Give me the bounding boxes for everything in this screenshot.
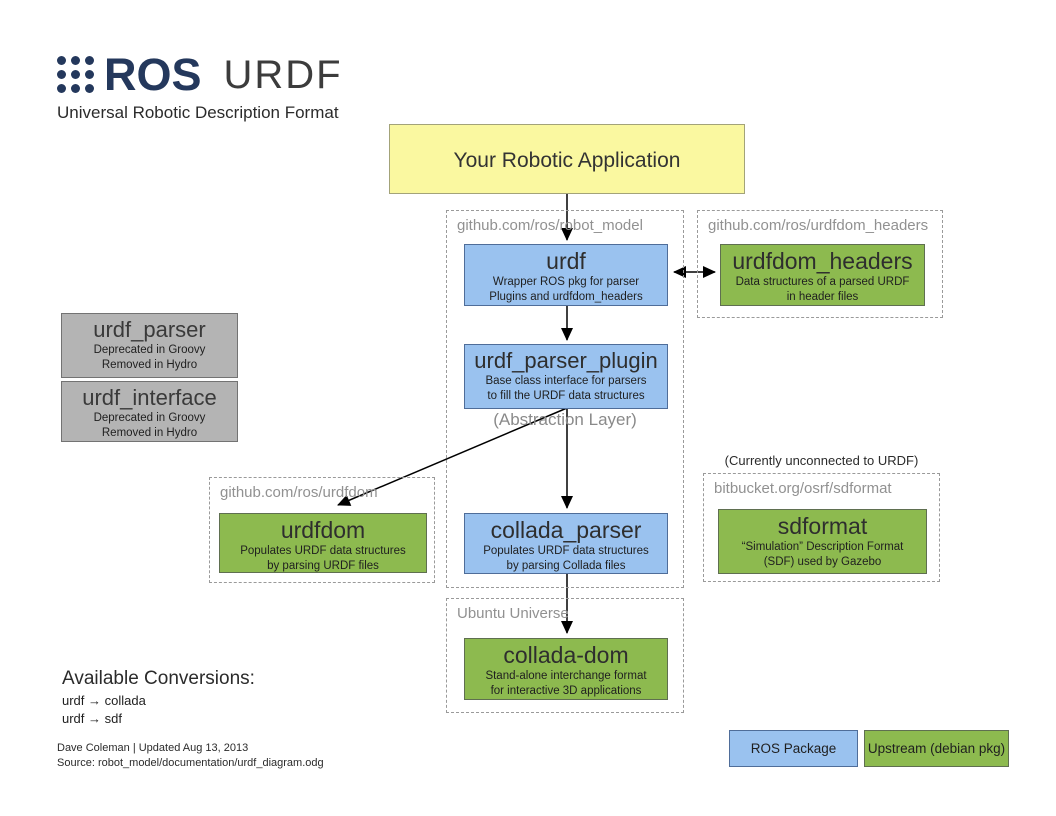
- node-desc: Populates URDF data structures by parsin…: [483, 545, 649, 573]
- node-title: collada-dom: [503, 642, 629, 668]
- footer: Dave Coleman | Updated Aug 13, 2013 Sour…: [57, 741, 324, 771]
- node-urdfdom-headers: urdfdom_headers Data structures of a par…: [720, 244, 925, 306]
- node-desc: “Simulation” Description Format (SDF) us…: [741, 541, 904, 569]
- footer-source: Source: robot_model/documentation/urdf_d…: [57, 756, 324, 769]
- page-subtitle: Universal Robotic Description Format: [57, 103, 339, 122]
- node-urdfdom: urdfdom Populates URDF data structures b…: [219, 513, 427, 573]
- node-desc: Deprecated in Groovy Removed in Hydro: [93, 412, 206, 440]
- node-collada-dom: collada-dom Stand-alone interchange form…: [464, 638, 668, 700]
- group-urdfdom: github.com/ros/urdfdom urdfdom Populates…: [209, 477, 435, 583]
- page-title: URDF: [223, 52, 343, 97]
- node-title: urdf: [546, 248, 586, 274]
- node-collada-parser: collada_parser Populates URDF data struc…: [464, 513, 668, 574]
- node-sdformat: sdformat “Simulation” Description Format…: [718, 509, 927, 574]
- legend-upstream: Upstream (debian pkg): [864, 730, 1009, 767]
- group-label: github.com/ros/urdfdom: [220, 484, 378, 501]
- node-title: urdfdom_headers: [732, 248, 913, 274]
- group-label: github.com/ros/urdfdom_headers: [708, 217, 929, 234]
- group-ubuntu-universe: Ubuntu Universe collada-dom Stand-alone …: [446, 598, 684, 713]
- node-desc: Data structures of a parsed URDF in head…: [735, 276, 910, 304]
- node-title: urdf_parser_plugin: [474, 348, 658, 373]
- sdformat-note: (Currently unconnected to URDF): [724, 453, 919, 468]
- node-desc: Deprecated in Groovy Removed in Hydro: [93, 344, 206, 372]
- group-robot-model: github.com/ros/robot_model urdf Wrapper …: [446, 210, 684, 588]
- node-urdf-interface: urdf_interface Deprecated in Groovy Remo…: [61, 381, 238, 442]
- node-your-robotic-application: Your Robotic Application: [389, 124, 745, 194]
- node-title: sdformat: [777, 513, 868, 539]
- node-title: Your Robotic Application: [453, 148, 681, 172]
- node-title: urdf_parser: [93, 317, 206, 342]
- conversions-heading: Available Conversions:: [62, 668, 255, 689]
- group-label: bitbucket.org/osrf/sdformat: [714, 480, 892, 497]
- legend-label: Upstream (debian pkg): [867, 741, 1006, 756]
- group-sdformat: bitbucket.org/osrf/sdformat sdformat “Si…: [703, 473, 940, 582]
- conversion-item: urdf → collada: [62, 693, 146, 708]
- node-urdf-parser-plugin: urdf_parser_plugin Base class interface …: [464, 344, 668, 409]
- available-conversions: Available Conversions: urdf → collada ur…: [62, 668, 255, 726]
- group-label: Ubuntu Universe: [457, 605, 569, 622]
- node-title: collada_parser: [490, 517, 642, 543]
- node-desc: Wrapper ROS pkg for parser Plugins and u…: [489, 276, 643, 304]
- group-label: github.com/ros/robot_model: [457, 217, 643, 234]
- conversion-item: urdf → sdf: [62, 711, 122, 726]
- ros-logo-text: ROS: [104, 49, 202, 100]
- legend-label: ROS Package: [750, 741, 837, 756]
- footer-author: Dave Coleman | Updated Aug 13, 2013: [57, 742, 249, 754]
- header: ROS URDF: [57, 52, 343, 97]
- node-title: urdf_interface: [82, 385, 217, 410]
- legend-ros-package: ROS Package: [729, 730, 858, 767]
- node-desc: Base class interface for parsers to fill…: [485, 375, 647, 403]
- ros-logo-icon: [57, 56, 94, 93]
- node-title: urdfdom: [280, 517, 366, 543]
- abstraction-layer-label: (Abstraction Layer): [493, 410, 637, 429]
- node-desc: Stand-alone interchange format for inter…: [485, 670, 647, 698]
- node-urdf-parser: urdf_parser Deprecated in Groovy Removed…: [61, 313, 238, 378]
- node-desc: Populates URDF data structures by parsin…: [240, 545, 406, 573]
- group-urdfdom-headers: github.com/ros/urdfdom_headers urdfdom_h…: [697, 210, 943, 318]
- node-urdf: urdf Wrapper ROS pkg for parser Plugins …: [464, 244, 668, 306]
